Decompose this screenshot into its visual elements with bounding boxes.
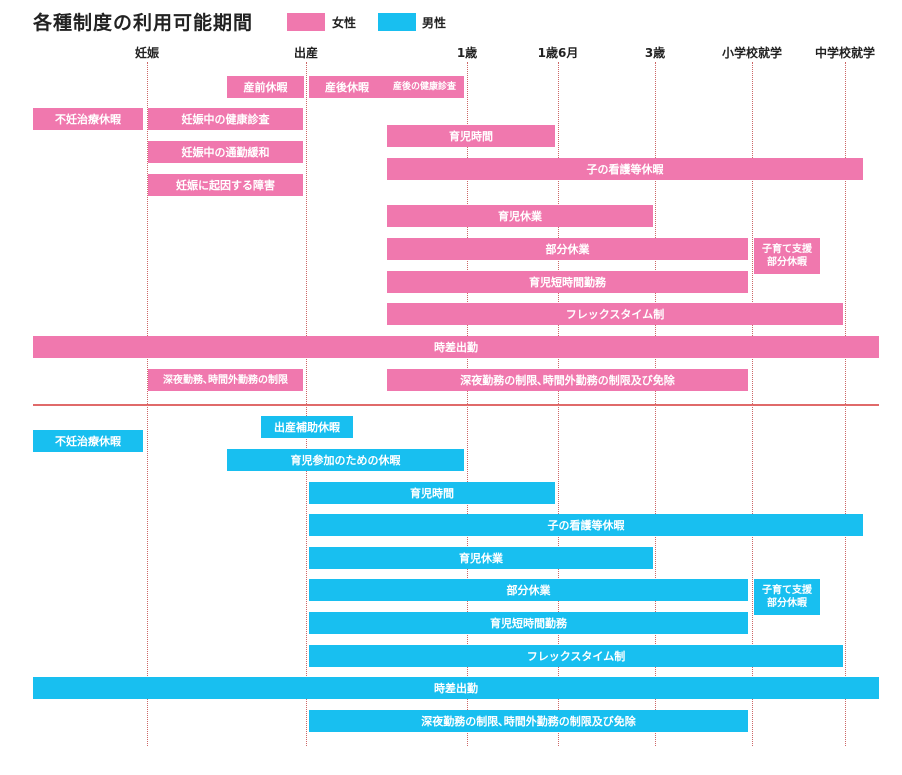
male-bar-birth-support-leave: 出産補助休暇 — [261, 416, 353, 438]
legend-swatch-female — [287, 13, 325, 31]
male-bar-child-nursing-leave: 子の看護等休暇 — [309, 514, 863, 536]
timeline-mark-3y: 3歳 — [644, 46, 666, 60]
female-bar-pregnancy-disorder: 妊娠に起因する障害 — [148, 174, 303, 196]
legend-swatch-male — [378, 13, 416, 31]
page-title: 各種制度の利用可能期間 — [33, 12, 254, 34]
female-bar-commute-relief: 妊娠中の通勤緩和 — [148, 141, 303, 163]
female-bar-infertility-leave: 不妊治療休暇 — [33, 108, 143, 130]
male-bar-night-overtime-exemption: 深夜勤務の制限､時間外勤務の制限及び免除 — [309, 710, 748, 732]
female-bar-pregnancy-checkup: 妊娠中の健康診査 — [148, 108, 303, 130]
female-bar-staggered-hours: 時差出勤 — [33, 336, 879, 358]
timeline-mark-elementary: 小学校就学 — [721, 46, 783, 60]
male-bar-support-partial-leave: 子育て支援 部分休暇 — [754, 579, 820, 615]
female-bar-flextime: フレックスタイム制 — [387, 303, 843, 325]
female-bar-night-overtime-limit: 深夜勤務､時間外勤務の制限 — [148, 369, 303, 391]
male-bar-short-hours: 育児短時間勤務 — [309, 612, 748, 634]
section-divider — [33, 404, 879, 406]
male-bar-childcare-time: 育児時間 — [309, 482, 555, 504]
female-bar-postnatal-leave: 産後休暇 — [309, 76, 385, 98]
male-bar-childcare-leave: 育児休業 — [309, 547, 653, 569]
female-bar-postnatal-checkup: 産後の健康診査 — [385, 76, 464, 98]
legend-label-male: 男性 — [422, 16, 447, 30]
timeline-mark-pregnancy: 妊娠 — [134, 46, 160, 60]
male-bar-infertility-leave: 不妊治療休暇 — [33, 430, 143, 452]
female-bar-night-overtime-exemption: 深夜勤務の制限､時間外勤務の制限及び免除 — [387, 369, 748, 391]
timeline-mark-1y: 1歳 — [456, 46, 478, 60]
legend-label-female: 女性 — [332, 16, 357, 30]
male-bar-flextime: フレックスタイム制 — [309, 645, 843, 667]
timeline-mark-birth: 出産 — [293, 46, 319, 60]
male-bar-partial-leave: 部分休業 — [309, 579, 748, 601]
female-bar-support-partial-leave: 子育て支援 部分休暇 — [754, 238, 820, 274]
female-bar-partial-leave: 部分休業 — [387, 238, 748, 260]
female-bar-prenatal-leave: 産前休暇 — [227, 76, 304, 98]
male-bar-childcare-participation-leave: 育児参加のための休暇 — [227, 449, 464, 471]
male-bar-staggered-hours: 時差出勤 — [33, 677, 879, 699]
timeline-mark-junior-high: 中学校就学 — [814, 46, 876, 60]
female-bar-child-nursing-leave: 子の看護等休暇 — [387, 158, 863, 180]
female-bar-childcare-time: 育児時間 — [387, 125, 555, 147]
female-bar-childcare-leave: 育児休業 — [387, 205, 653, 227]
timeline-mark-1y6m: 1歳6月 — [537, 46, 579, 60]
female-bar-short-hours: 育児短時間勤務 — [387, 271, 748, 293]
